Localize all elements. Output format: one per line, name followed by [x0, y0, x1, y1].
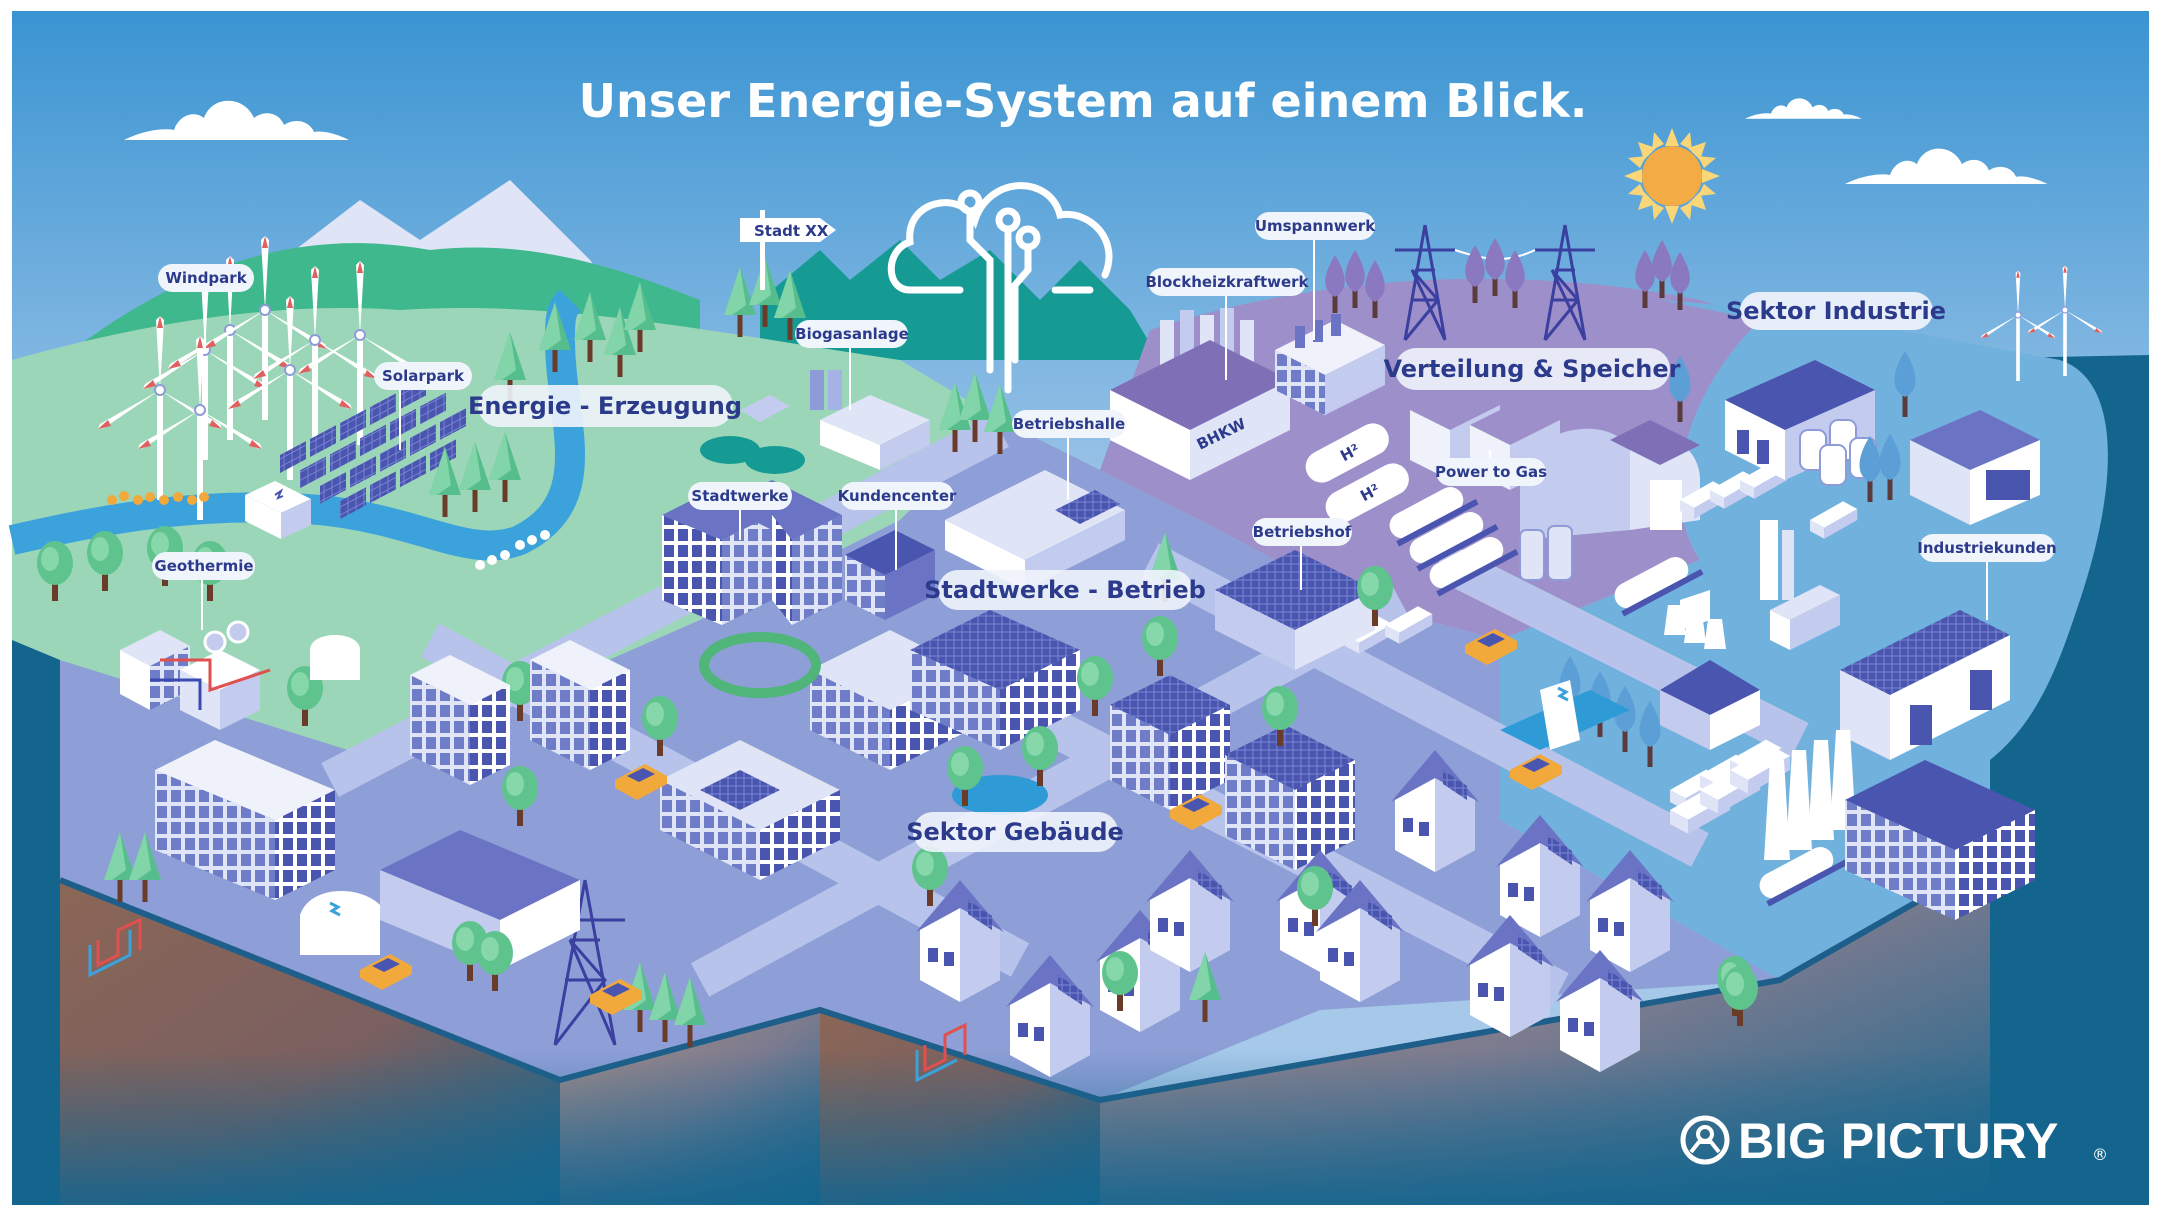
flowers: [475, 530, 550, 570]
label-kundencenter: Kundencenter: [838, 482, 957, 570]
label-betriebshalle: Betriebshalle: [1012, 410, 1126, 500]
label-power-to-gas-text: Power to Gas: [1435, 463, 1547, 481]
label-betriebshof-text: Betriebshof: [1253, 523, 1352, 541]
biogas-plant: [700, 370, 930, 474]
cloud-network-icon: [887, 182, 1113, 394]
label-stadtwerke: Stadtwerke: [688, 482, 792, 540]
page-title: Unser Energie-System auf einem Blick.: [579, 74, 1588, 128]
city-buildings: [155, 470, 1674, 1077]
inverter-station: [245, 481, 311, 539]
label-solarpark: Solarpark: [374, 362, 472, 450]
ev-charging-station: [1500, 680, 1630, 750]
label-biogasanlage-text: Biogasanlage: [795, 325, 909, 343]
ev-charging-station: [300, 891, 380, 955]
geothermal-pipe: [96, 917, 142, 968]
gas-storage: [1519, 525, 1573, 581]
brand-logo: BIG PICTURY ®: [1680, 1113, 2108, 1169]
big-picture-logo-icon: [1680, 1115, 1730, 1165]
label-biogasanlage: Biogasanlage: [795, 320, 909, 410]
section-sektor-gebaeude: Sektor Gebäude: [906, 812, 1124, 852]
label-betriebshalle-text: Betriebshalle: [1013, 415, 1125, 433]
label-geothermie-text: Geothermie: [154, 557, 253, 575]
section-sektor-industrie-text: Sektor Industrie: [1726, 297, 1946, 325]
geothermal-pipe: [88, 930, 132, 978]
label-kundencenter-text: Kundencenter: [838, 487, 957, 505]
section-stadtwerke-betrieb: Stadtwerke - Betrieb: [924, 570, 1206, 610]
section-verteilung-speicher: Verteilung & Speicher: [1384, 348, 1681, 390]
label-windpark: Windpark: [158, 264, 254, 350]
tanker-trucks: [1389, 487, 1849, 907]
power-pylons: [545, 224, 1595, 1046]
label-solarpark-text: Solarpark: [382, 367, 465, 385]
section-stadtwerke-betrieb-text: Stadtwerke - Betrieb: [924, 576, 1206, 604]
geothermal-plant: [120, 620, 360, 730]
registered-mark: ®: [2092, 1145, 2108, 1164]
storage-hangar: [1520, 420, 1700, 540]
label-windpark-text: Windpark: [165, 269, 247, 287]
label-umspannwerk: Umspannwerk: [1255, 212, 1376, 340]
flower-roundabout: [699, 632, 821, 698]
section-energie-erzeugung-text: Energie - Erzeugung: [468, 392, 742, 420]
label-geothermie: Geothermie: [152, 552, 255, 630]
city-sign: Stadt XX: [740, 210, 836, 290]
geothermal-pipe: [923, 1022, 967, 1073]
logo-text: BIG PICTURY: [1738, 1113, 2058, 1169]
bottom-fade: [12, 1050, 2149, 1205]
label-industriekunden: Industriekunden: [1917, 534, 2057, 620]
section-sektor-gebaeude-text: Sektor Gebäude: [906, 818, 1124, 846]
label-blockheizkraftwerk: Blockheizkraftwerk: [1145, 268, 1310, 380]
label-stadtwerke-text: Stadtwerke: [691, 487, 788, 505]
label-blockheizkraftwerk-text: Blockheizkraftwerk: [1145, 273, 1309, 291]
label-power-to-gas: Power to Gas: [1435, 450, 1547, 486]
label-betriebshof: Betriebshof: [1252, 518, 1352, 590]
flowers: [107, 491, 209, 505]
sun-icon: [1624, 128, 1720, 224]
hydrogen-tanks: H² H²: [1305, 423, 1409, 523]
city-sign-text: Stadt XX: [754, 222, 829, 240]
section-energie-erzeugung: Energie - Erzeugung: [468, 385, 742, 427]
chp-plant: BHKW: [1110, 308, 1290, 480]
substation: [1275, 314, 1385, 415]
geothermal-pipe: [915, 1050, 958, 1083]
section-sektor-industrie: Sektor Industrie: [1726, 292, 1946, 330]
industry-buildings: [1660, 360, 2040, 920]
label-umspannwerk-text: Umspannwerk: [1255, 217, 1376, 235]
section-verteilung-speicher-text: Verteilung & Speicher: [1384, 355, 1681, 383]
label-industriekunden-text: Industriekunden: [1917, 539, 2056, 557]
